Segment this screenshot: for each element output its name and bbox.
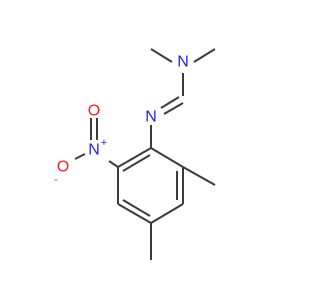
ring-bond-4-5-inner [122,199,151,217]
ring-bond-6-1 [117,147,152,168]
bond-ch-n-double-a [163,102,184,115]
charge-o-minus: - [54,174,58,186]
bond-ring-nitro [108,160,119,168]
bonds [74,48,216,260]
bond-ch-n-double-b [160,96,180,109]
chemical-structure-diagram: N N N + O O - [54,48,216,260]
atom-n-imine: N [145,109,157,126]
atom-o-double: O [88,103,100,120]
bond-n-methyl-right [193,48,216,63]
atom-labels: N N N + O O - [54,54,189,187]
ring-bond-4-5 [117,203,152,224]
ring-bond-3-4 [150,203,184,224]
bond-n-methyl-left [150,48,173,63]
atom-n-nitro: N [88,142,100,159]
bond-ring-methyl-5 [182,166,216,186]
ring-bond-6-1-inner [122,154,151,172]
charge-n-nitro-plus: + [101,137,107,149]
ring-bond-1-2 [150,147,184,168]
bond-nitro-o-single [74,153,86,160]
atom-n-dimethylamino: N [177,54,189,71]
atom-o-anion: O [57,159,69,176]
